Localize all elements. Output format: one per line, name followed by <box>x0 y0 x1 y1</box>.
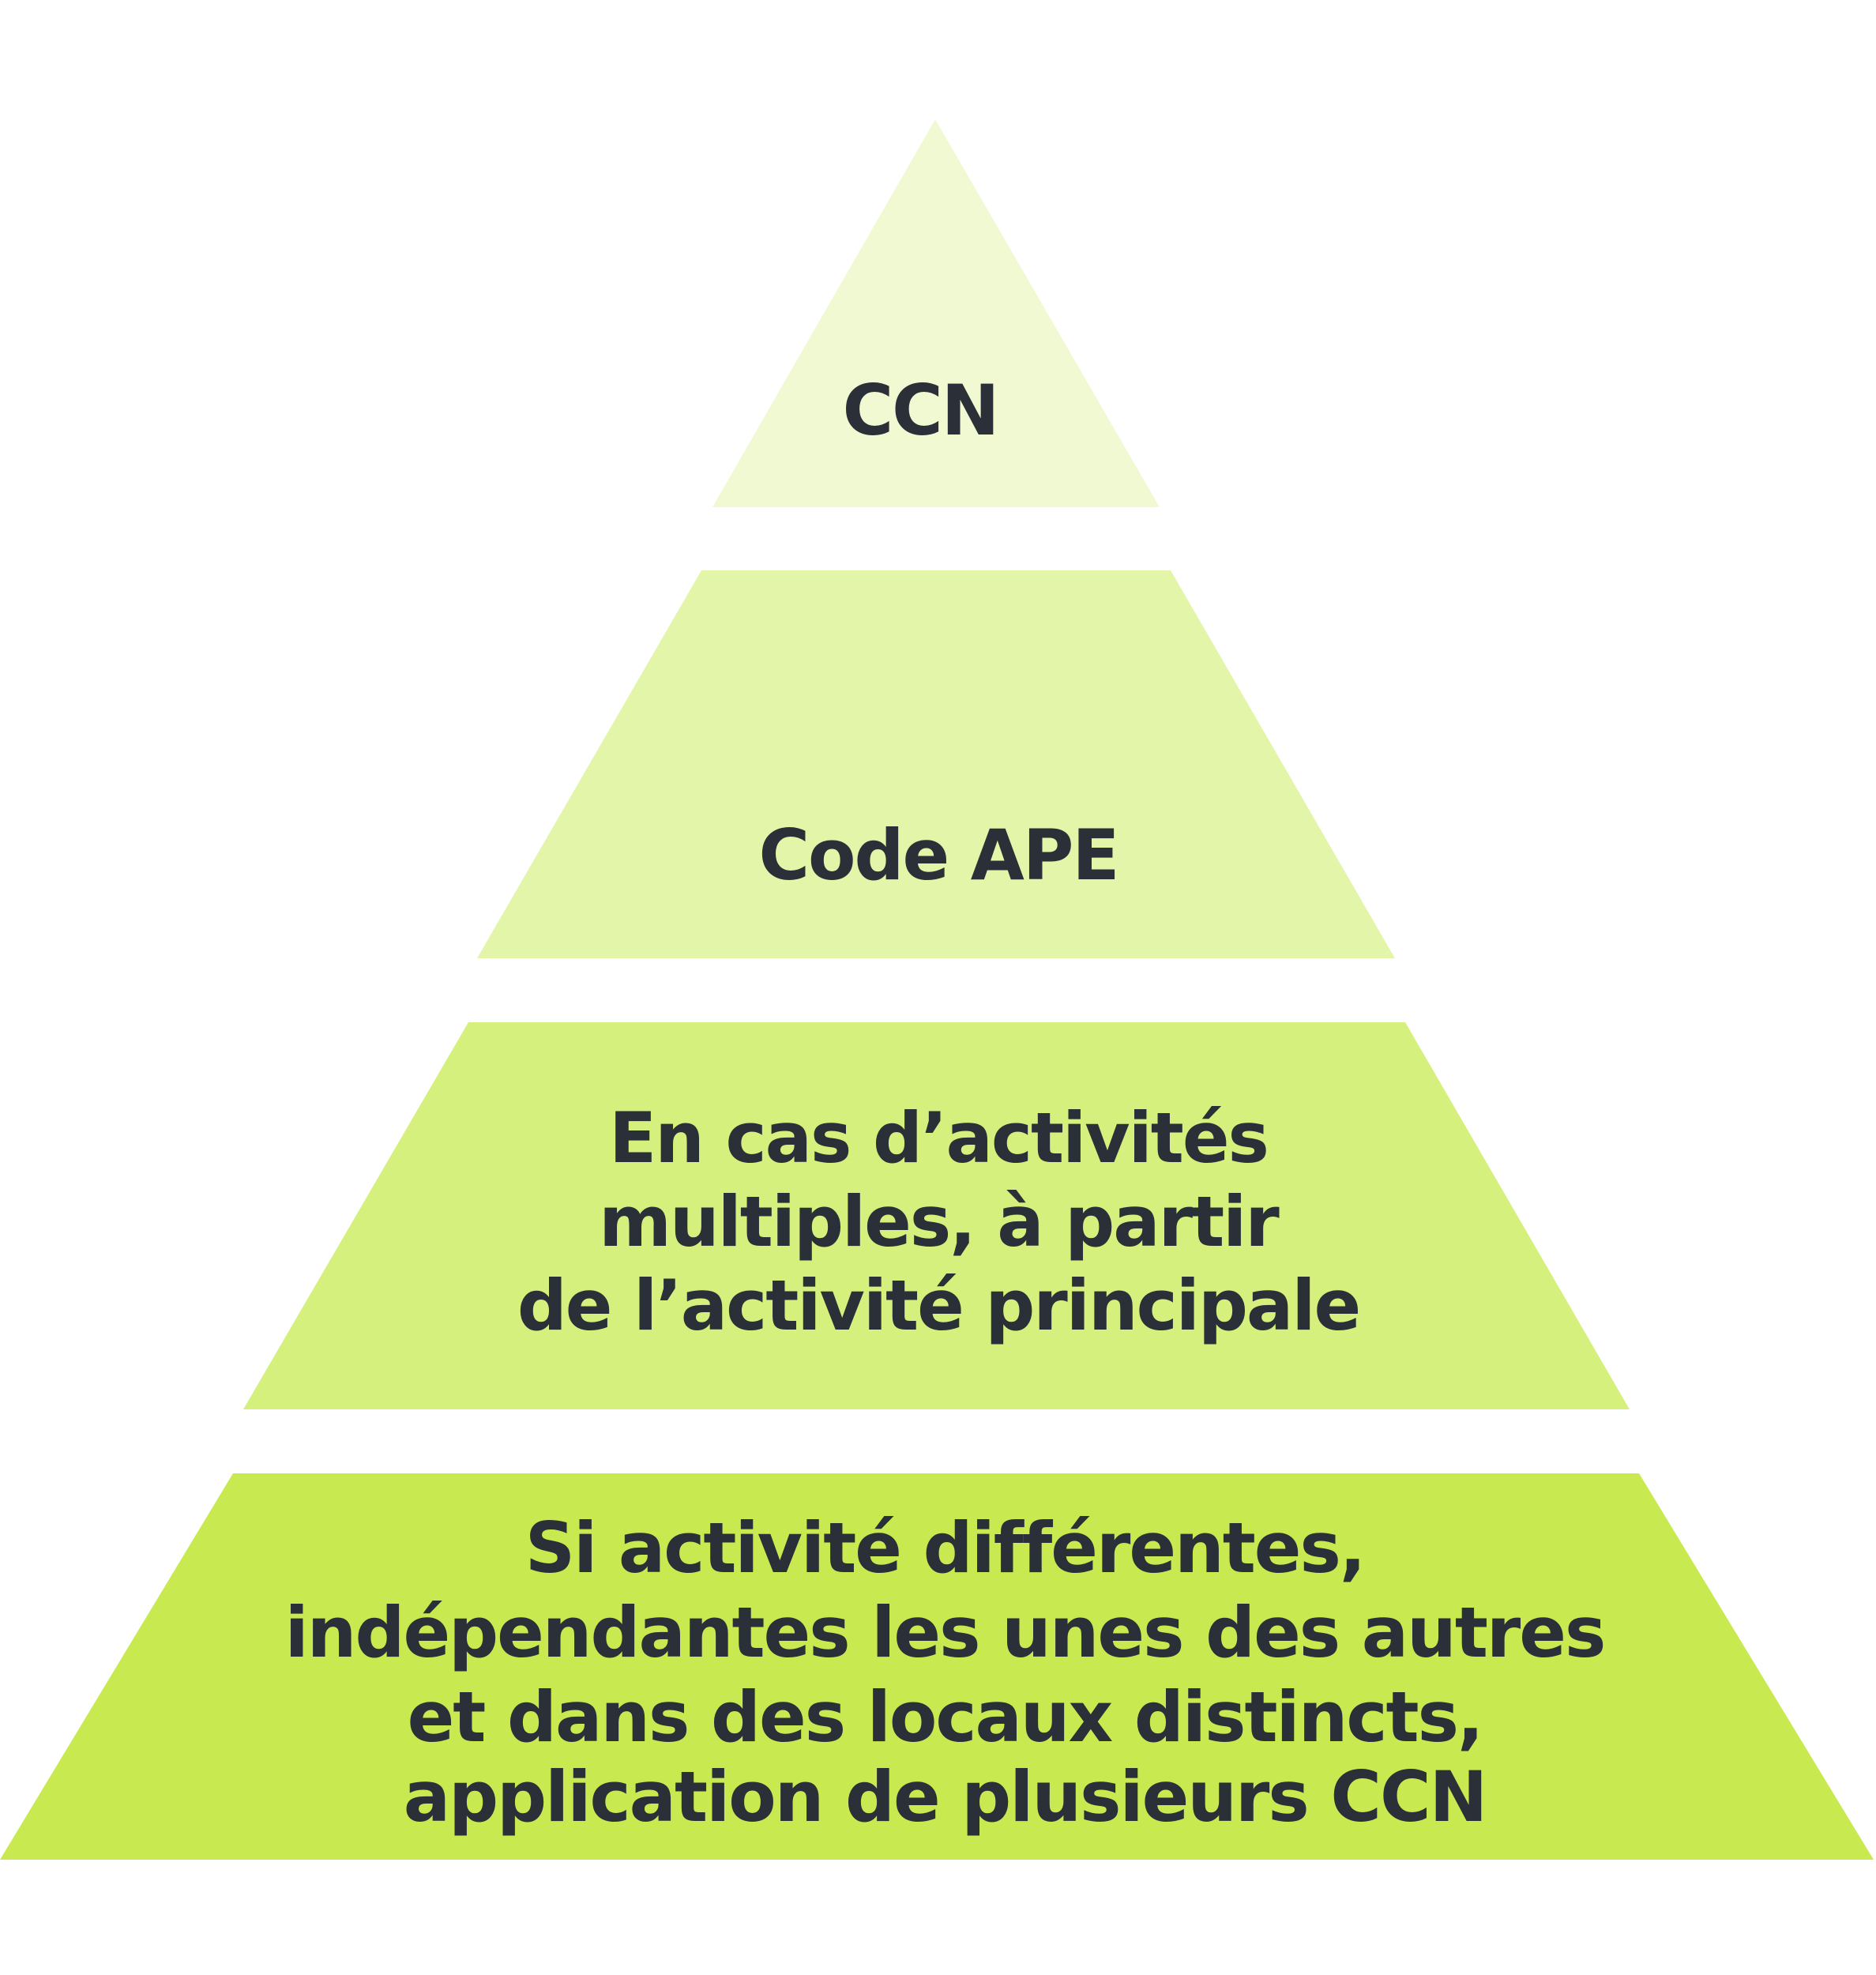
tier-2-label: Code APE <box>758 814 1118 896</box>
tier-base-label-line-3: et dans des locaux distincts, <box>408 1676 1483 1758</box>
pyramid-tier-2 <box>477 570 1395 958</box>
tier-3-label-line-3: de l’activité principale <box>517 1265 1359 1346</box>
pyramid-tier-3 <box>243 1022 1630 1409</box>
pyramid-tier-base <box>0 1473 1874 1860</box>
pyramid-tier-top <box>712 119 1160 507</box>
tier-top-label: CCN <box>843 370 998 451</box>
tier-base-label-line-2: indépendantes les unes des autres <box>285 1592 1605 1673</box>
tier-3-label-line-2: multiples, à partir <box>599 1181 1280 1262</box>
tier-3-label-line-1: En cas d’activités <box>609 1097 1268 1179</box>
tier-base-label-line-4: application de plusieurs CCN <box>404 1756 1486 1838</box>
tier-base-label-line-1: Si activité différentes, <box>525 1507 1365 1589</box>
